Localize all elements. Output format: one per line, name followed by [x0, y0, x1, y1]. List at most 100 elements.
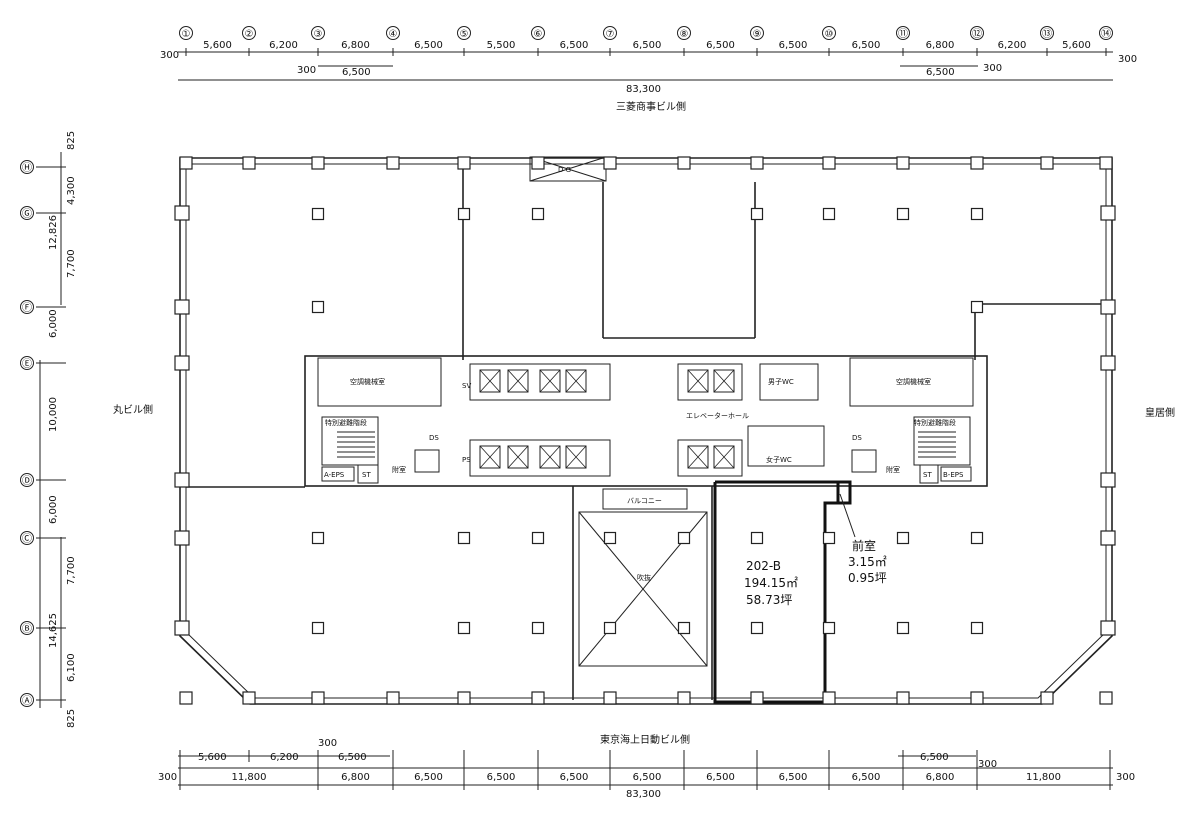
column — [750, 531, 764, 545]
column — [677, 156, 691, 170]
column — [896, 156, 910, 170]
column — [531, 156, 545, 170]
left-axis-marker — [20, 693, 34, 707]
column — [242, 156, 256, 170]
column — [531, 207, 545, 221]
building-core: 空調機械室 空調機械室 特別避難階段 DS A-EPS ST 附室 特別避難階段… — [304, 355, 988, 487]
column — [822, 207, 836, 221]
column — [970, 300, 984, 314]
left-dim-cb: 7,700 — [66, 556, 77, 585]
bottom-span-label: 6,500 — [560, 772, 589, 783]
interior-partitions: D G — [186, 156, 1106, 488]
bottom-dimension-lines — [178, 750, 1113, 790]
column — [1040, 156, 1054, 170]
top-axis-label: ⑬ — [1042, 28, 1052, 40]
column — [531, 691, 545, 705]
bottom-sub-offset: 300 — [318, 738, 337, 749]
bottom-sub-c: 6,500 — [338, 752, 367, 763]
column — [970, 156, 984, 170]
column — [179, 156, 193, 170]
top-axis-label: ⑥ — [534, 29, 543, 40]
column — [457, 621, 471, 635]
bottom-span-label: 11,800 — [1026, 772, 1061, 783]
top-axis-label: ② — [245, 29, 254, 40]
elevator-car — [713, 369, 735, 393]
elevator-car — [565, 369, 587, 393]
left-dim-ed: 10,000 — [48, 397, 59, 432]
st-left-label: ST — [362, 471, 371, 479]
west-side-label: 丸ビル側 — [113, 403, 153, 416]
column — [750, 691, 764, 705]
top-span-label: 6,500 — [560, 40, 589, 51]
column — [1100, 472, 1116, 488]
left-axis-marker — [20, 621, 34, 635]
column — [386, 691, 400, 705]
eps-right-label: B-EPS — [943, 471, 964, 479]
top-sub-left-span: 6,500 — [342, 67, 371, 78]
column — [311, 156, 325, 170]
top-total-label: 83,300 — [626, 84, 661, 95]
top-span-label: 5,600 — [203, 40, 232, 51]
top-axis-label: ⑤ — [460, 29, 469, 40]
top-span-label: 6,200 — [269, 40, 298, 51]
column — [750, 156, 764, 170]
top-span-label: 5,600 — [1062, 40, 1091, 51]
left-axis-marker — [20, 206, 34, 220]
top-span-label: 6,800 — [926, 40, 955, 51]
void-label: 吹抜 — [637, 573, 651, 582]
bottom-sub-right-offset: 300 — [978, 759, 997, 770]
column — [1100, 355, 1116, 371]
ac-room-right-label: 空調機械室 — [896, 377, 931, 386]
column — [311, 531, 325, 545]
column — [677, 691, 691, 705]
left-dimension-labels: 825 4,300 12,826 7,700 6,000 10,000 6,00… — [48, 131, 77, 728]
column — [822, 691, 836, 705]
unit-area-m2: 194.15㎡ — [744, 576, 798, 590]
top-axis-label: ① — [182, 29, 191, 40]
st-right-label: ST — [923, 471, 932, 479]
elevator-car — [507, 369, 529, 393]
column — [750, 207, 764, 221]
column — [970, 621, 984, 635]
men-wc-label: 男子WC — [768, 378, 794, 386]
left-dim-gf: 7,700 — [66, 249, 77, 278]
left-dim-hg: 4,300 — [66, 176, 77, 205]
south-side-label: 東京海上日動ビル側 — [600, 733, 690, 746]
balcony-label: バルコニー — [627, 497, 662, 505]
antechamber-right-label: 附室 — [886, 465, 900, 474]
left-dimension-lines — [36, 152, 66, 708]
elevator-hall-label: エレベーターホール — [686, 411, 749, 420]
column — [822, 531, 836, 545]
elevator-car — [687, 445, 709, 469]
bottom-sub-right: 6,500 — [920, 752, 949, 763]
column — [1040, 691, 1054, 705]
top-axis-label: ⑪ — [898, 28, 908, 40]
top-axis-label: ⑨ — [753, 29, 762, 40]
bottom-total-label: 83,300 — [626, 789, 661, 800]
top-axis-marker — [386, 26, 400, 40]
top-axis-label: ⑧ — [680, 29, 689, 40]
top-span-label: 6,500 — [779, 40, 808, 51]
left-dim-ba: 6,100 — [66, 653, 77, 682]
column — [896, 691, 910, 705]
stair-left-treads — [337, 431, 375, 458]
top-axis-marker — [750, 26, 764, 40]
column — [896, 531, 910, 545]
bottom-span-label: 6,500 — [633, 772, 662, 783]
top-axis-label: ⑭ — [1101, 28, 1111, 40]
left-dim-fe: 6,000 — [48, 309, 59, 338]
eps-left-label: A-EPS — [324, 471, 345, 479]
column — [822, 621, 836, 635]
elevator-car — [479, 445, 501, 469]
elevator-car — [479, 369, 501, 393]
top-axis-marker — [242, 26, 256, 40]
column — [603, 691, 617, 705]
bottom-span-label: 6,800 — [926, 772, 955, 783]
unit-202b[interactable]: 202-B 194.15㎡ 58.73坪 — [713, 480, 852, 704]
column — [677, 531, 691, 545]
column — [174, 530, 190, 546]
bottom-sub-a: 5,600 — [198, 752, 227, 763]
bottom-edge-right-label: 300 — [1116, 772, 1135, 783]
column — [311, 691, 325, 705]
left-axis-label: Ⓐ — [22, 695, 32, 707]
